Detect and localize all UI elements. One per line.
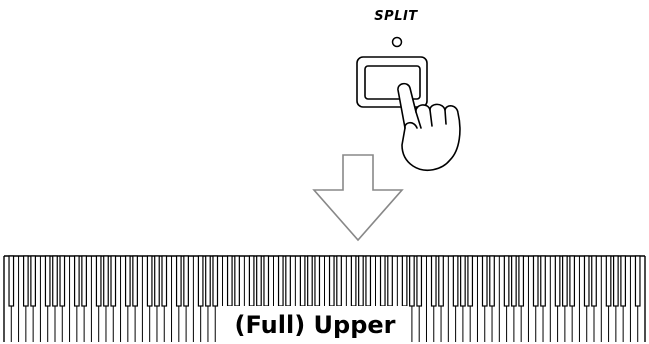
black-key [365,255,372,307]
zone-label-backing [221,306,409,342]
black-key [234,255,240,307]
down-arrow-icon [312,154,404,242]
black-key [518,255,525,307]
black-key [336,255,342,307]
black-key [532,255,539,307]
black-key [460,255,466,307]
black-key [299,255,306,307]
black-key [22,255,29,307]
black-key [146,255,153,307]
black-key [562,255,568,307]
black-key [438,255,444,307]
black-key [103,255,109,307]
keyboard [3,255,646,342]
black-key [511,255,517,307]
black-keys [8,255,641,307]
hand-pressing-icon [397,82,461,172]
black-key [277,255,284,307]
black-key [59,255,66,307]
black-key [183,255,189,307]
black-key [30,255,36,307]
black-key [591,255,597,307]
black-key [307,255,313,307]
black-key [212,255,219,307]
black-key [175,255,182,307]
black-key [95,255,102,307]
black-key [285,255,291,307]
black-key [540,255,546,307]
split-button[interactable] [356,56,428,108]
black-key [379,255,386,307]
black-key [350,255,357,307]
black-key [569,255,576,307]
black-key [387,255,393,307]
black-key [358,255,364,307]
black-key [489,255,495,307]
black-key [197,255,204,307]
zone-label: (Full) Upper [234,311,396,339]
black-key [328,255,335,307]
black-key [8,255,15,307]
black-key [554,255,561,307]
split-led-icon [391,36,403,48]
black-key [481,255,488,307]
black-key [154,255,160,307]
black-key [248,255,255,307]
black-key [503,255,510,307]
black-key [263,255,270,307]
black-key [256,255,262,307]
black-key [416,255,423,307]
black-key [452,255,459,307]
black-key [409,255,415,307]
black-key [226,255,233,307]
black-key [161,255,168,307]
black-key [124,255,131,307]
black-key [314,255,321,307]
black-key [44,255,51,307]
black-key [132,255,138,307]
black-key [73,255,80,307]
black-key [620,255,627,307]
black-key [110,255,117,307]
black-key [634,255,641,307]
black-key [81,255,87,307]
black-key [613,255,619,307]
black-key [401,255,408,307]
black-key [583,255,590,307]
black-key [467,255,474,307]
black-key [205,255,211,307]
black-key [430,255,437,307]
split-label: SPLIT [374,9,418,24]
black-key [605,255,612,307]
black-key [52,255,58,307]
